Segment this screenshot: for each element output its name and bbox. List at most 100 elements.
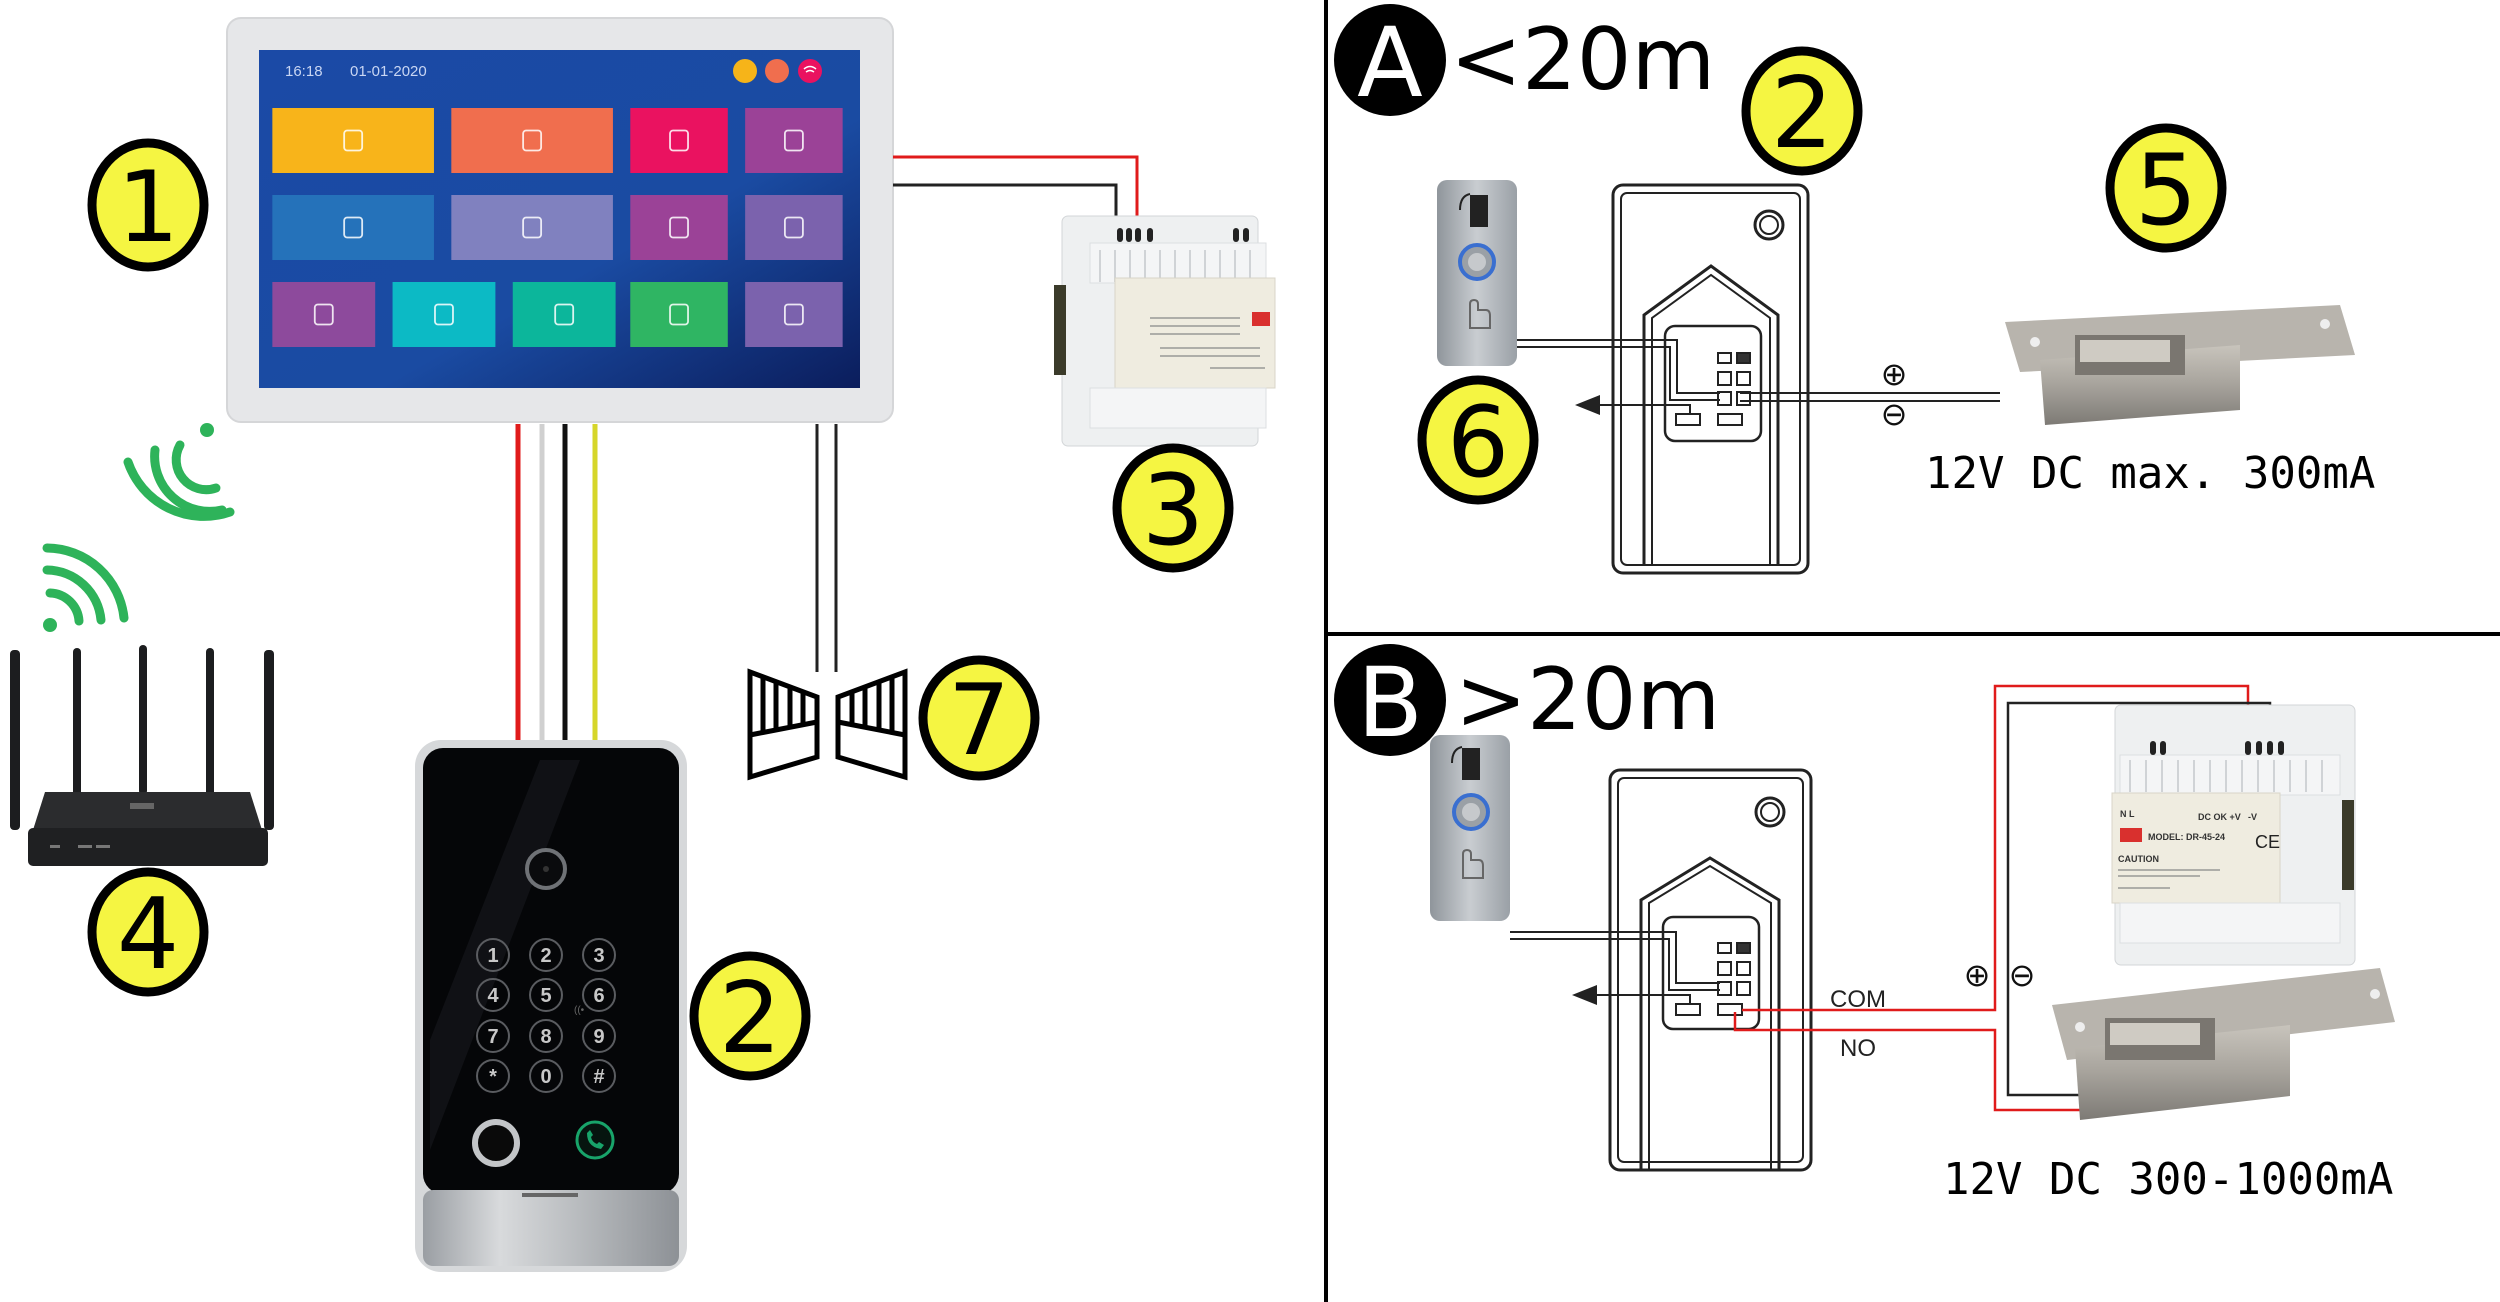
wifi-router <box>10 645 274 866</box>
psu-caution-label: CAUTION <box>2118 854 2159 864</box>
keypad-key-9[interactable] <box>582 1019 616 1053</box>
callout-5: 5 <box>2105 123 2227 253</box>
section-b-letter: B <box>1357 647 1423 759</box>
section-b-spec: 12V DC 300-1000mA <box>1943 1154 2393 1205</box>
keypad-key-label: 4 <box>487 985 499 1007</box>
keypad-key-5[interactable] <box>529 978 563 1012</box>
electric-strike-lock-b <box>2052 968 2395 1120</box>
callout-6: 6 <box>1417 375 1539 505</box>
door-station-rear-schematic-a <box>1611 183 1810 575</box>
callout-7: 7 <box>918 655 1040 781</box>
keypad-key-6[interactable] <box>582 978 616 1012</box>
section-b-badge <box>1334 644 1446 756</box>
keypad-key-label: # <box>593 1066 604 1088</box>
tile-cctv-camera[interactable] <box>272 282 376 347</box>
keypad-key-label: 1 <box>487 945 498 967</box>
settings-gear-icon <box>783 129 804 152</box>
wifi-signal-router-icon <box>42 543 129 632</box>
keypad-key-label: 6 <box>593 985 604 1007</box>
svg-text:((•: ((• <box>574 1005 585 1016</box>
door-station-icon <box>669 216 689 239</box>
svg-text:1: 1 <box>117 151 179 265</box>
phone-call-icon <box>522 216 543 239</box>
psu-model-label: MODEL: DR-45-24 <box>2148 832 2225 842</box>
home-icon <box>669 303 689 326</box>
svg-text:CE: CE <box>2255 832 2280 852</box>
tile-phone-call[interactable] <box>451 195 613 260</box>
exit-icon <box>783 303 804 326</box>
plus-symbol-a: ⊕ <box>1881 355 1908 393</box>
electric-strike-lock-a <box>2005 305 2355 425</box>
power-supply-din <box>1054 215 1276 447</box>
keypad-key-1[interactable] <box>476 938 510 972</box>
section-a-letter: A <box>1357 7 1423 119</box>
keypad-key-3[interactable] <box>582 938 616 972</box>
camera-icon[interactable] <box>765 59 789 83</box>
keypad-key-2[interactable] <box>529 938 563 972</box>
wifi-signal-monitor-icon <box>123 423 235 521</box>
arrow-left-icon <box>1575 395 1600 415</box>
psu-dc-label: DC OK +V <box>2198 812 2241 822</box>
keypad-key-7[interactable] <box>476 1019 510 1053</box>
svg-text:4: 4 <box>117 878 179 992</box>
exit-button-b <box>1430 735 1510 921</box>
cctv-camera-icon <box>434 303 454 326</box>
video-play-icon <box>343 216 364 239</box>
callout-2-a: 2 <box>1741 46 1863 176</box>
cctv-camera-icon <box>313 303 334 326</box>
tile-door-station[interactable] <box>745 195 843 260</box>
exit-button-a <box>1437 180 1517 366</box>
keypad-key-label: 0 <box>540 1066 551 1088</box>
indoor-monitor: 16:18 01-01-2020 <box>226 17 894 423</box>
arrow-left-icon <box>1572 985 1597 1005</box>
wire-red-monitor-psu <box>893 155 1139 228</box>
tile-music-note[interactable] <box>451 108 613 173</box>
callout-1: 1 <box>87 138 209 272</box>
wire-red-no <box>1733 1012 2080 1112</box>
door-icon <box>554 303 575 326</box>
tile-home[interactable] <box>630 282 728 347</box>
monitor-tile-grid <box>272 108 843 347</box>
tile-exit[interactable] <box>745 282 843 347</box>
keypad-key-label: 3 <box>593 945 604 967</box>
tile-cctv-camera[interactable] <box>392 282 496 347</box>
svg-text:5: 5 <box>2135 134 2197 248</box>
keypad-key-8[interactable] <box>529 1019 563 1053</box>
keypad-key-label: * <box>489 1066 497 1088</box>
section-b: B >20m <box>1334 644 2395 1205</box>
tile-settings-gear[interactable] <box>745 108 843 173</box>
psu-nl-label: N L <box>2120 809 2135 819</box>
callout-2: 2 <box>689 951 811 1081</box>
keypad-key-star[interactable] <box>476 1059 510 1093</box>
keypad-key-label: 2 <box>540 945 551 967</box>
keypad-key-label: 5 <box>540 985 551 1007</box>
calendar-notes-icon <box>669 129 689 152</box>
keypad-key-0[interactable] <box>529 1059 563 1093</box>
section-a: A <20m <box>1334 4 2375 575</box>
speaker-icon[interactable] <box>733 59 757 83</box>
tile-door-station[interactable] <box>630 195 728 260</box>
section-a-distance: <20m <box>1450 10 1715 110</box>
tile-calendar-notes[interactable] <box>630 108 728 173</box>
fingerprint-reader[interactable] <box>472 1119 520 1167</box>
door-station-rear-schematic-b <box>1608 768 1813 1172</box>
tile-video-play[interactable] <box>272 195 434 260</box>
keypad-key-label: 9 <box>593 1026 604 1048</box>
svg-text:6: 6 <box>1447 386 1509 500</box>
psu-minus-label: -V <box>2248 812 2257 822</box>
section-a-spec: 12V DC max. 300mA <box>1925 448 2375 499</box>
keypad-key-hash[interactable] <box>582 1059 616 1093</box>
webcam-icon <box>343 129 364 152</box>
svg-text:7: 7 <box>948 664 1010 778</box>
keypad-key-4[interactable] <box>476 978 510 1012</box>
call-button[interactable] <box>575 1120 615 1160</box>
callout-4: 4 <box>87 867 209 997</box>
minus-symbol-b: ⊖ <box>2009 956 2036 994</box>
tile-webcam[interactable] <box>272 108 434 173</box>
svg-text:2: 2 <box>1771 57 1833 171</box>
tile-door[interactable] <box>512 282 616 347</box>
com-label: COM <box>1830 986 1886 1013</box>
